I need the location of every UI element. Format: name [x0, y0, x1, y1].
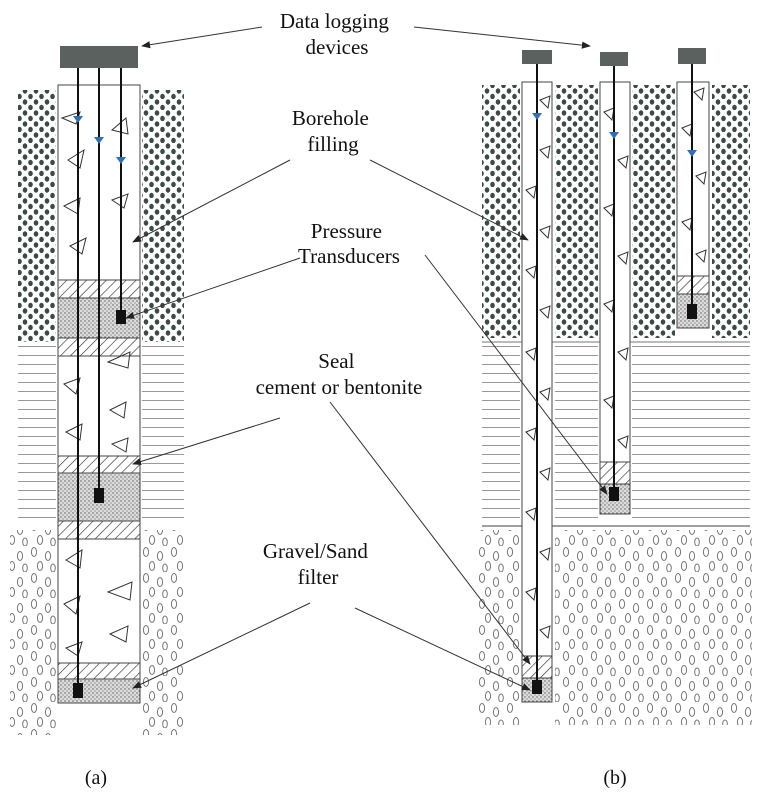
data-logger-a: [60, 46, 138, 68]
label-seal: Seal cement or bentonite: [256, 349, 423, 399]
leader-seal-b: [329, 401, 531, 665]
leader-logging-a: [141, 26, 263, 49]
transducer-a-1: [116, 310, 126, 324]
leader-logging-b: [413, 26, 591, 49]
caption-b: (b): [603, 767, 626, 789]
water-level-a-2: [94, 137, 104, 144]
seal-a-4: [57, 520, 141, 540]
borehole-b-3: [676, 64, 710, 329]
leader-filter-a: [132, 602, 311, 689]
transducer-b-1: [532, 680, 542, 694]
filter-a-3: [57, 678, 141, 704]
borehole-b-1: [521, 64, 553, 703]
data-logger-b-1: [522, 50, 552, 64]
water-level-b-3: [687, 150, 697, 157]
gravel-soil-b-2: [555, 85, 598, 338]
panel-a: [10, 46, 184, 735]
label-borehole-filling: Borehole filling: [292, 106, 374, 156]
seal-a-5: [57, 662, 141, 680]
sand-soil-b-left: [478, 530, 520, 725]
sand-soil-a-right: [142, 530, 184, 735]
water-level-a-1: [73, 116, 83, 123]
caption-a: (a): [85, 767, 107, 789]
leader-transducer-b: [424, 254, 608, 495]
gravel-soil-a-right: [142, 90, 184, 342]
sand-soil-b-right: [555, 530, 752, 725]
gravel-soil-b-4: [712, 85, 750, 338]
borehole-b-2: [599, 64, 631, 515]
water-level-a-3: [116, 157, 126, 164]
transducer-a-2: [94, 488, 104, 503]
water-level-b-1: [532, 113, 542, 120]
data-logger-b-2: [600, 52, 628, 66]
clay-layer-a-right: [142, 345, 184, 525]
transducer-a-3: [73, 683, 83, 698]
water-level-b-2: [609, 132, 619, 139]
gravel-soil-b-1: [482, 85, 520, 338]
clay-layer-b-right: [632, 342, 750, 526]
label-gravel-sand-filter: Gravel/Sand filter: [263, 539, 373, 589]
label-pressure-transducers: Pressure Transducers: [298, 219, 400, 268]
label-data-logging: Data logging devices: [280, 9, 394, 59]
gravel-soil-b-3: [632, 85, 675, 338]
panel-b: [478, 48, 752, 725]
clay-layer-a-left: [18, 345, 56, 525]
transducer-b-2: [609, 487, 619, 501]
leader-filling-b: [369, 159, 529, 241]
leader-filter-b: [354, 607, 531, 691]
data-logger-b-3: [678, 48, 706, 64]
clay-layer-b-mid: [555, 342, 598, 526]
leader-filling-a: [132, 159, 291, 243]
leader-seal-a: [132, 417, 281, 466]
borehole-a: [57, 66, 141, 704]
sand-soil-a-left: [10, 530, 56, 735]
gravel-soil-a-left: [18, 90, 56, 342]
clay-layer-b-left: [482, 342, 520, 526]
leader-transducer-a: [125, 257, 301, 319]
transducer-b-3: [687, 304, 697, 319]
